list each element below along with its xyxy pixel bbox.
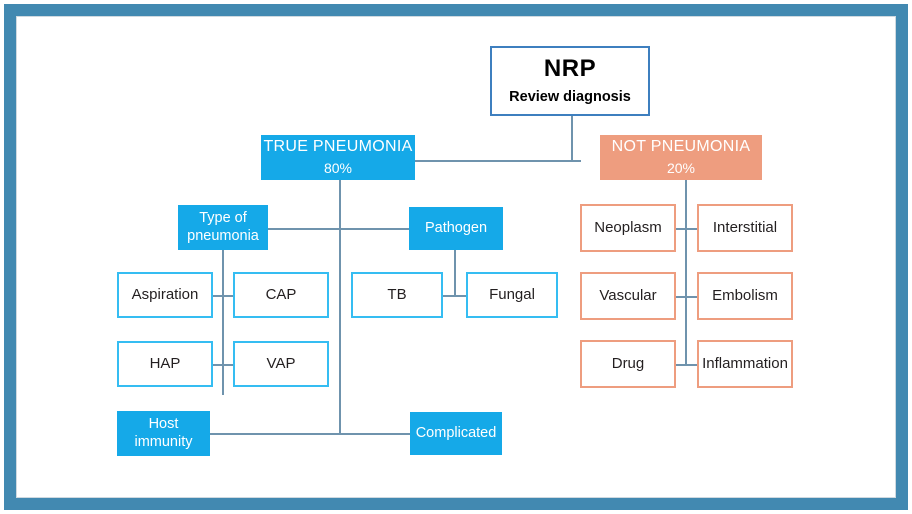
connector-host-complicated	[210, 433, 412, 435]
connector-aspiration-cap	[210, 295, 238, 297]
node-interstitial[interactable]: Interstitial	[697, 204, 793, 252]
connector-neoplasm-interstitial	[674, 228, 700, 230]
interstitial-label: Interstitial	[712, 218, 778, 236]
root-subtitle: Review diagnosis	[509, 89, 631, 106]
neoplasm-label: Neoplasm	[594, 218, 662, 236]
connector-drug-inflammation	[674, 364, 700, 366]
connector-true-spine	[339, 180, 341, 434]
drug-label: Drug	[611, 354, 645, 372]
aspiration-label: Aspiration	[131, 285, 199, 303]
host-immunity-line2: immunity	[134, 433, 193, 450]
node-drug[interactable]: Drug	[580, 340, 676, 388]
hap-label: HAP	[149, 354, 181, 372]
node-hap[interactable]: HAP	[117, 341, 213, 387]
connector-root-down	[571, 116, 573, 162]
connector-vascular-embolism	[674, 296, 700, 298]
root-title: NRP	[543, 55, 597, 83]
node-cap[interactable]: CAP	[233, 272, 329, 318]
connector-root-split	[415, 160, 581, 162]
node-fungal[interactable]: Fungal	[466, 272, 558, 318]
type-of-pneumonia-line2: pneumonia	[187, 227, 259, 244]
connector-not-spine	[685, 180, 687, 366]
node-aspiration[interactable]: Aspiration	[117, 272, 213, 318]
node-true-pneumonia[interactable]: TRUE PNEUMONIA 80%	[261, 135, 415, 180]
type-of-pneumonia-line1: Type of	[199, 210, 247, 227]
node-neoplasm[interactable]: Neoplasm	[580, 204, 676, 252]
host-immunity-line1: Host	[148, 416, 179, 433]
connector-type-to-pathogen	[268, 228, 409, 230]
node-not-pneumonia[interactable]: NOT PNEUMONIA 20%	[600, 135, 762, 180]
node-host-immunity[interactable]: Host immunity	[117, 411, 210, 456]
true-pneumonia-label: TRUE PNEUMONIA	[263, 138, 413, 156]
embolism-label: Embolism	[712, 286, 778, 304]
node-pathogen[interactable]: Pathogen	[409, 207, 503, 250]
node-inflammation[interactable]: Inflammation	[697, 340, 793, 388]
inflammation-label: Inflammation	[702, 354, 788, 372]
connector-tb-fungal	[442, 295, 470, 297]
connector-type-spine	[222, 250, 224, 395]
cap-label: CAP	[265, 285, 297, 303]
node-embolism[interactable]: Embolism	[697, 272, 793, 320]
true-pneumonia-percent: 80%	[323, 160, 353, 177]
node-tb[interactable]: TB	[351, 272, 443, 318]
node-vap[interactable]: VAP	[233, 341, 329, 387]
complicated-label: Complicated	[415, 425, 497, 442]
tb-label: TB	[387, 285, 407, 303]
vascular-label: Vascular	[599, 286, 657, 304]
fungal-label: Fungal	[489, 285, 535, 303]
node-complicated[interactable]: Complicated	[410, 412, 502, 455]
connector-pathogen-spine	[454, 250, 456, 296]
node-vascular[interactable]: Vascular	[580, 272, 676, 320]
vap-label: VAP	[266, 354, 296, 372]
not-pneumonia-percent: 20%	[666, 160, 696, 177]
connector-hap-vap	[210, 364, 238, 366]
node-type-of-pneumonia[interactable]: Type of pneumonia	[178, 205, 268, 250]
node-nrp-root[interactable]: NRP Review diagnosis	[490, 46, 650, 116]
pathogen-label: Pathogen	[424, 220, 488, 237]
not-pneumonia-label: NOT PNEUMONIA	[611, 138, 751, 156]
